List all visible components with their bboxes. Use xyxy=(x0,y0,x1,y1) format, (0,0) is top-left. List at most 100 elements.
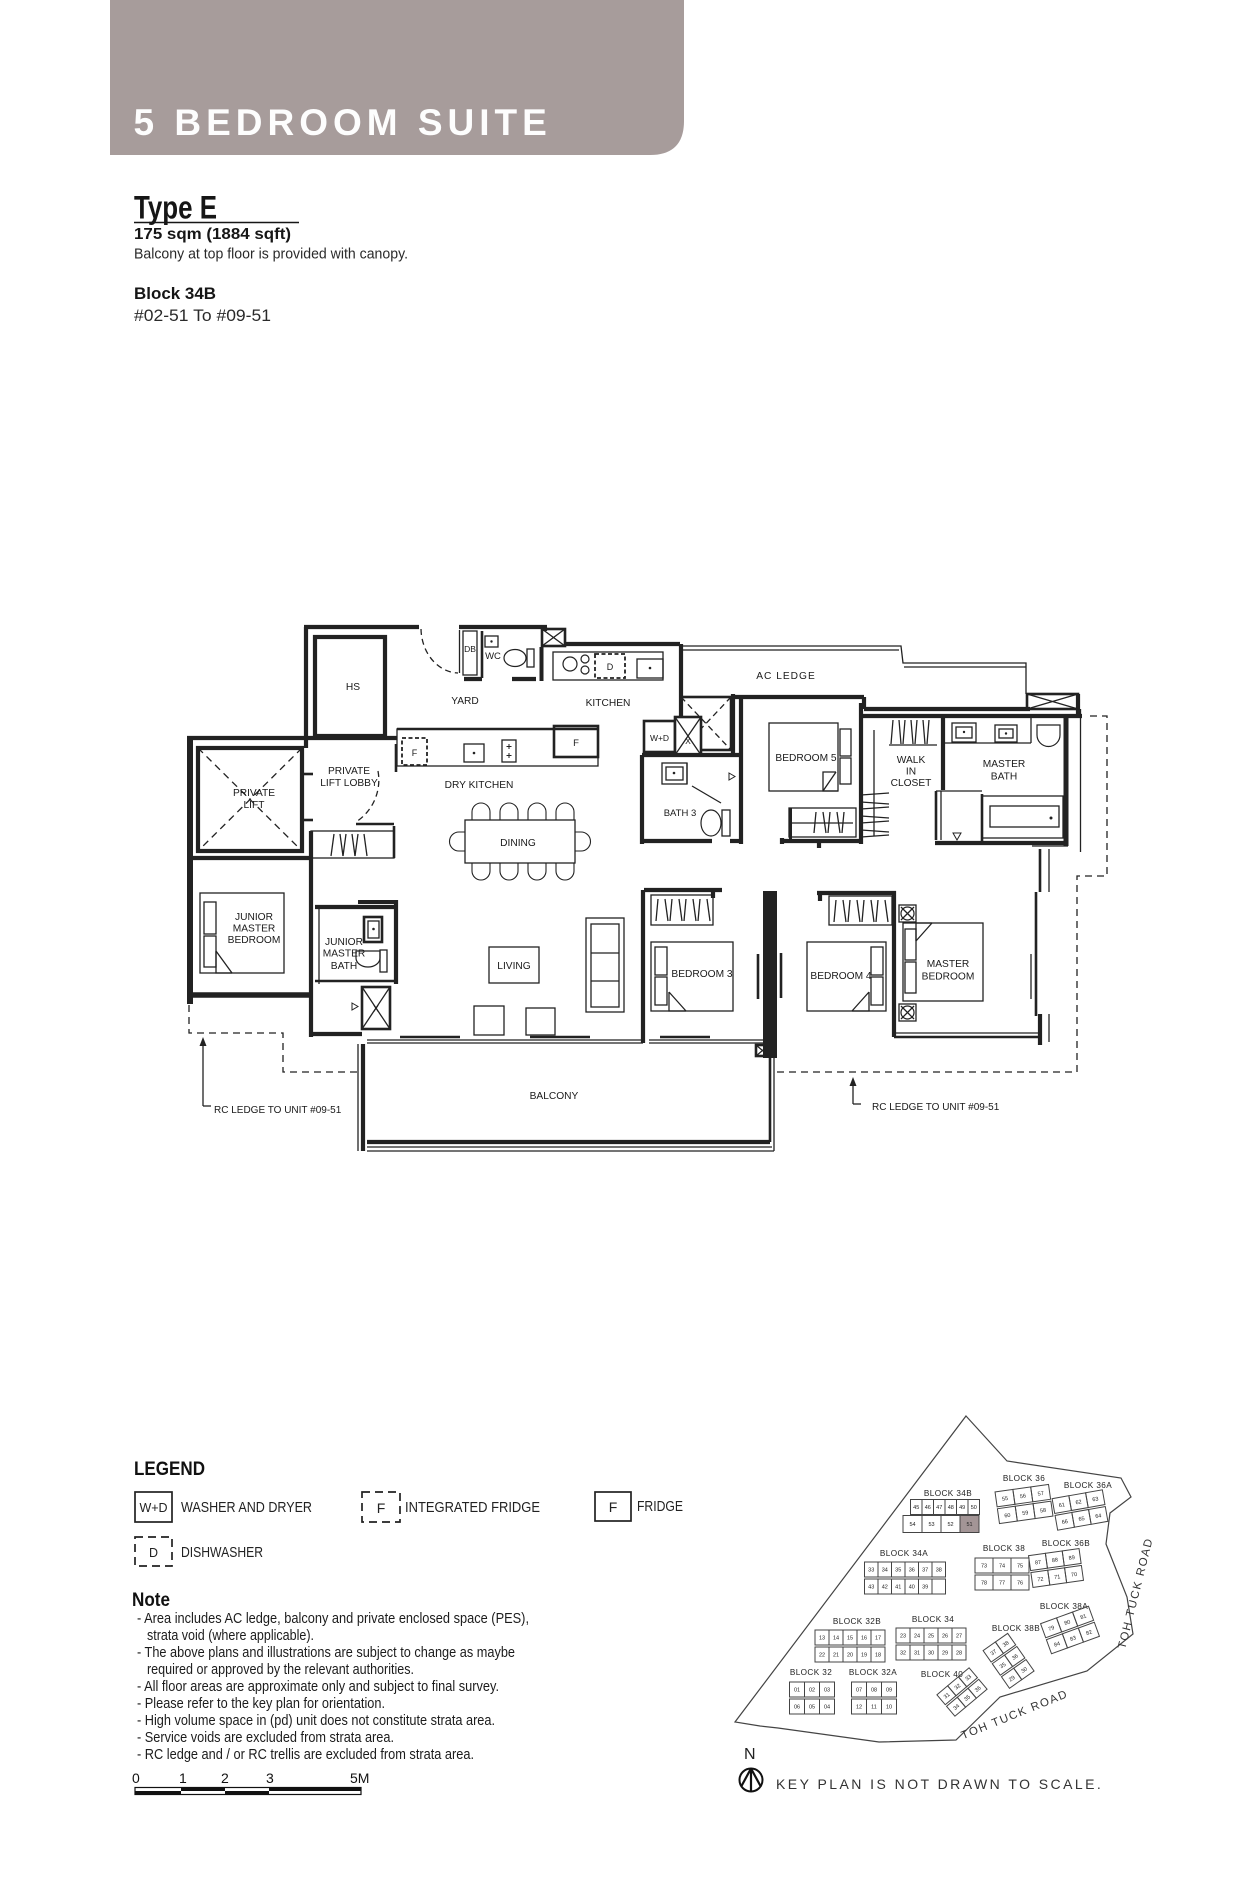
svg-text:11: 11 xyxy=(871,1705,877,1711)
svg-text:39: 39 xyxy=(922,1585,928,1591)
svg-text:38: 38 xyxy=(936,1568,942,1574)
svg-text:W+D: W+D xyxy=(139,1501,167,1515)
svg-text:DINING: DINING xyxy=(500,838,536,849)
svg-text:47: 47 xyxy=(936,1505,942,1511)
svg-text:34: 34 xyxy=(953,1703,962,1712)
svg-text:63: 63 xyxy=(1092,1496,1099,1503)
svg-text:BLOCK 36A: BLOCK 36A xyxy=(1064,1481,1112,1490)
svg-text:02: 02 xyxy=(809,1688,815,1694)
svg-text:D: D xyxy=(607,662,614,672)
svg-text:33: 33 xyxy=(868,1568,874,1574)
svg-text:51: 51 xyxy=(966,1522,972,1528)
svg-text:76: 76 xyxy=(1017,1581,1023,1587)
svg-text:42: 42 xyxy=(882,1585,888,1591)
svg-text:07: 07 xyxy=(856,1688,862,1694)
svg-text:60: 60 xyxy=(1004,1513,1011,1520)
svg-text:BATH: BATH xyxy=(991,772,1017,783)
svg-text:2: 2 xyxy=(221,1770,229,1786)
svg-text:36: 36 xyxy=(1011,1653,1019,1661)
svg-text:JUNIOR: JUNIOR xyxy=(325,937,363,948)
svg-text:56: 56 xyxy=(1020,1493,1027,1500)
svg-text:BLOCK 40: BLOCK 40 xyxy=(921,1670,963,1679)
svg-text:88: 88 xyxy=(1052,1557,1059,1564)
svg-text:57: 57 xyxy=(1037,1491,1044,1498)
svg-text:RC LEDGE TO UNIT #09-51: RC LEDGE TO UNIT #09-51 xyxy=(214,1105,342,1116)
svg-text:19: 19 xyxy=(861,1653,867,1659)
svg-text:BATH 3: BATH 3 xyxy=(664,808,697,819)
svg-text:F: F xyxy=(609,1499,618,1515)
svg-text:32: 32 xyxy=(900,1651,906,1657)
svg-text:48: 48 xyxy=(948,1505,954,1511)
svg-text:- Area includes AC ledge, balc: - Area includes AC ledge, balcony and pr… xyxy=(137,1610,529,1627)
svg-text:82: 82 xyxy=(1085,1629,1093,1637)
svg-text:64: 64 xyxy=(1095,1513,1102,1520)
svg-text:KEY PLAN IS NOT DRAWN TO SCALE: KEY PLAN IS NOT DRAWN TO SCALE. xyxy=(776,1776,1103,1792)
svg-text:72: 72 xyxy=(1037,1577,1044,1584)
svg-text:24: 24 xyxy=(914,1634,920,1640)
svg-text:49: 49 xyxy=(959,1505,965,1511)
svg-text:32: 32 xyxy=(954,1683,963,1692)
svg-text:WASHER AND DRYER: WASHER AND DRYER xyxy=(181,1500,312,1516)
svg-text:LIFT LOBBY: LIFT LOBBY xyxy=(320,778,378,789)
svg-text:BEDROOM: BEDROOM xyxy=(922,972,975,983)
svg-text:35: 35 xyxy=(963,1694,972,1703)
svg-text:35: 35 xyxy=(999,1662,1007,1670)
svg-text:LIVING: LIVING xyxy=(497,961,530,972)
svg-text:BEDROOM 3: BEDROOM 3 xyxy=(671,969,732,980)
svg-text:22: 22 xyxy=(819,1653,825,1659)
svg-text:BLOCK 36: BLOCK 36 xyxy=(1003,1474,1045,1483)
svg-text:YARD: YARD xyxy=(451,696,479,707)
svg-text:78: 78 xyxy=(981,1581,987,1587)
svg-text:BLOCK 34B: BLOCK 34B xyxy=(924,1489,972,1498)
svg-text:66: 66 xyxy=(1061,1519,1068,1526)
svg-text:1: 1 xyxy=(179,1770,187,1786)
svg-text:5M: 5M xyxy=(350,1770,369,1786)
svg-text:53: 53 xyxy=(928,1522,934,1528)
svg-text:- Service voids are excluded f: - Service voids are excluded from strata… xyxy=(137,1729,394,1746)
svg-text:61: 61 xyxy=(1058,1502,1065,1509)
svg-text:89: 89 xyxy=(1068,1555,1075,1562)
svg-text:5 BEDROOM SUITE: 5 BEDROOM SUITE xyxy=(134,102,552,143)
svg-text:BLOCK 38: BLOCK 38 xyxy=(983,1544,1025,1553)
svg-text:83: 83 xyxy=(1069,1635,1077,1643)
svg-text:40: 40 xyxy=(909,1585,915,1591)
svg-text:INTEGRATED FRIDGE: INTEGRATED FRIDGE xyxy=(405,1500,540,1516)
svg-text:BLOCK 34: BLOCK 34 xyxy=(912,1615,954,1624)
svg-text:BLOCK 32A: BLOCK 32A xyxy=(849,1668,897,1677)
svg-text:08: 08 xyxy=(871,1688,877,1694)
svg-text:46: 46 xyxy=(925,1505,931,1511)
svg-text:BEDROOM 4: BEDROOM 4 xyxy=(810,971,871,982)
svg-text:45: 45 xyxy=(913,1505,919,1511)
svg-text:80: 80 xyxy=(1064,1619,1072,1627)
svg-text:03: 03 xyxy=(824,1688,830,1694)
svg-text:BLOCK 32B: BLOCK 32B xyxy=(833,1617,881,1626)
svg-text:N: N xyxy=(744,1746,756,1763)
svg-text:36: 36 xyxy=(974,1685,983,1694)
svg-text:LIFT: LIFT xyxy=(244,800,265,811)
svg-text:D: D xyxy=(149,1546,158,1560)
svg-text:30: 30 xyxy=(1020,1666,1028,1674)
svg-text:Balcony at top floor is provid: Balcony at top floor is provided with ca… xyxy=(134,246,408,263)
svg-text:- The above plans and illustra: - The above plans and illustrations are … xyxy=(137,1644,515,1661)
svg-text:26: 26 xyxy=(942,1634,948,1640)
svg-text:BLOCK 32: BLOCK 32 xyxy=(790,1668,832,1677)
svg-text:36: 36 xyxy=(909,1568,915,1574)
svg-text:AC LEDGE: AC LEDGE xyxy=(756,671,816,682)
svg-text:62: 62 xyxy=(1075,1499,1082,1506)
svg-text:strata void (where applicable): strata void (where applicable). xyxy=(147,1627,314,1644)
svg-text:14: 14 xyxy=(833,1636,839,1642)
svg-text:20: 20 xyxy=(847,1653,853,1659)
svg-text:required or approved by the re: required or approved by the relevant aut… xyxy=(147,1661,414,1678)
svg-text:WALK: WALK xyxy=(897,755,926,766)
svg-text:MASTER: MASTER xyxy=(323,949,365,960)
svg-text:DRY KITCHEN: DRY KITCHEN xyxy=(445,780,514,791)
svg-text:MASTER: MASTER xyxy=(983,759,1025,770)
svg-text:06: 06 xyxy=(794,1705,800,1711)
svg-text:25: 25 xyxy=(928,1634,934,1640)
svg-text:41: 41 xyxy=(895,1585,901,1591)
svg-text:17: 17 xyxy=(875,1636,881,1642)
svg-text:#02-51 To #09-51: #02-51 To #09-51 xyxy=(134,307,271,325)
svg-text:28: 28 xyxy=(956,1651,962,1657)
svg-text:33: 33 xyxy=(964,1674,973,1683)
svg-text:CLOSET: CLOSET xyxy=(891,778,932,789)
